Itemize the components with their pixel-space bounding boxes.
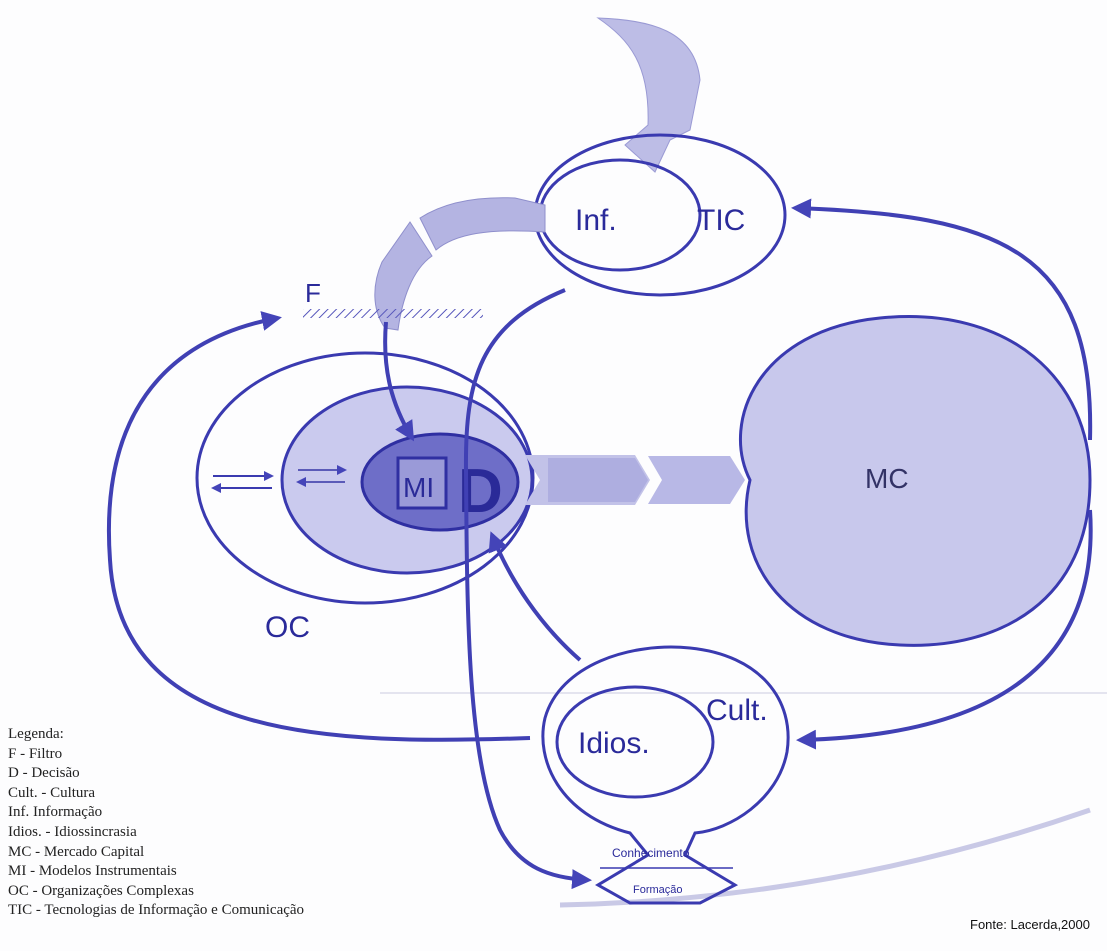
mc-label: MC (865, 463, 909, 494)
cult-bulb (543, 647, 788, 903)
idios-to-decision-arrow (492, 535, 580, 660)
legend-item: MI - Modelos Instrumentais (8, 862, 304, 882)
tic-to-formacao-arrow (466, 290, 588, 880)
tic-label: TIC (697, 204, 745, 237)
legend-item: MC - Mercado Capital (8, 843, 304, 863)
legend-title: Legenda: (8, 725, 304, 745)
legend-item: OC - Organizações Complexas (8, 882, 304, 902)
mi-label: MI (403, 472, 434, 503)
legend-item: D - Decisão (8, 764, 304, 784)
input-arrow (598, 18, 700, 172)
chevron-3 (648, 456, 745, 504)
inf-ellipse (540, 160, 700, 270)
legend-item: Idios. - Idiossincrasia (8, 823, 304, 843)
idios-label: Idios. (578, 727, 650, 760)
inf-to-filter-arrow (420, 198, 545, 250)
legend-item: TIC - Tecnologias de Informação e Comuni… (8, 901, 304, 921)
legend: Legenda: F - Filtro D - Decisão Cult. - … (8, 725, 304, 921)
legend-item: Inf. Informação (8, 803, 304, 823)
inf-label: Inf. (575, 204, 617, 237)
cult-label: Cult. (706, 694, 768, 727)
oc-label: OC (265, 611, 310, 644)
filter-label: F (305, 278, 321, 308)
filter-bar (303, 309, 483, 318)
chevron-2 (548, 458, 648, 502)
formacao-label: Formação (633, 884, 683, 896)
legend-item: F - Filtro (8, 745, 304, 765)
mc-circle (740, 317, 1090, 646)
legend-item: Cult. - Cultura (8, 784, 304, 804)
conhecimento-label: Conhecimento (612, 846, 690, 860)
source-credit: Fonte: Lacerda,2000 (970, 917, 1090, 932)
